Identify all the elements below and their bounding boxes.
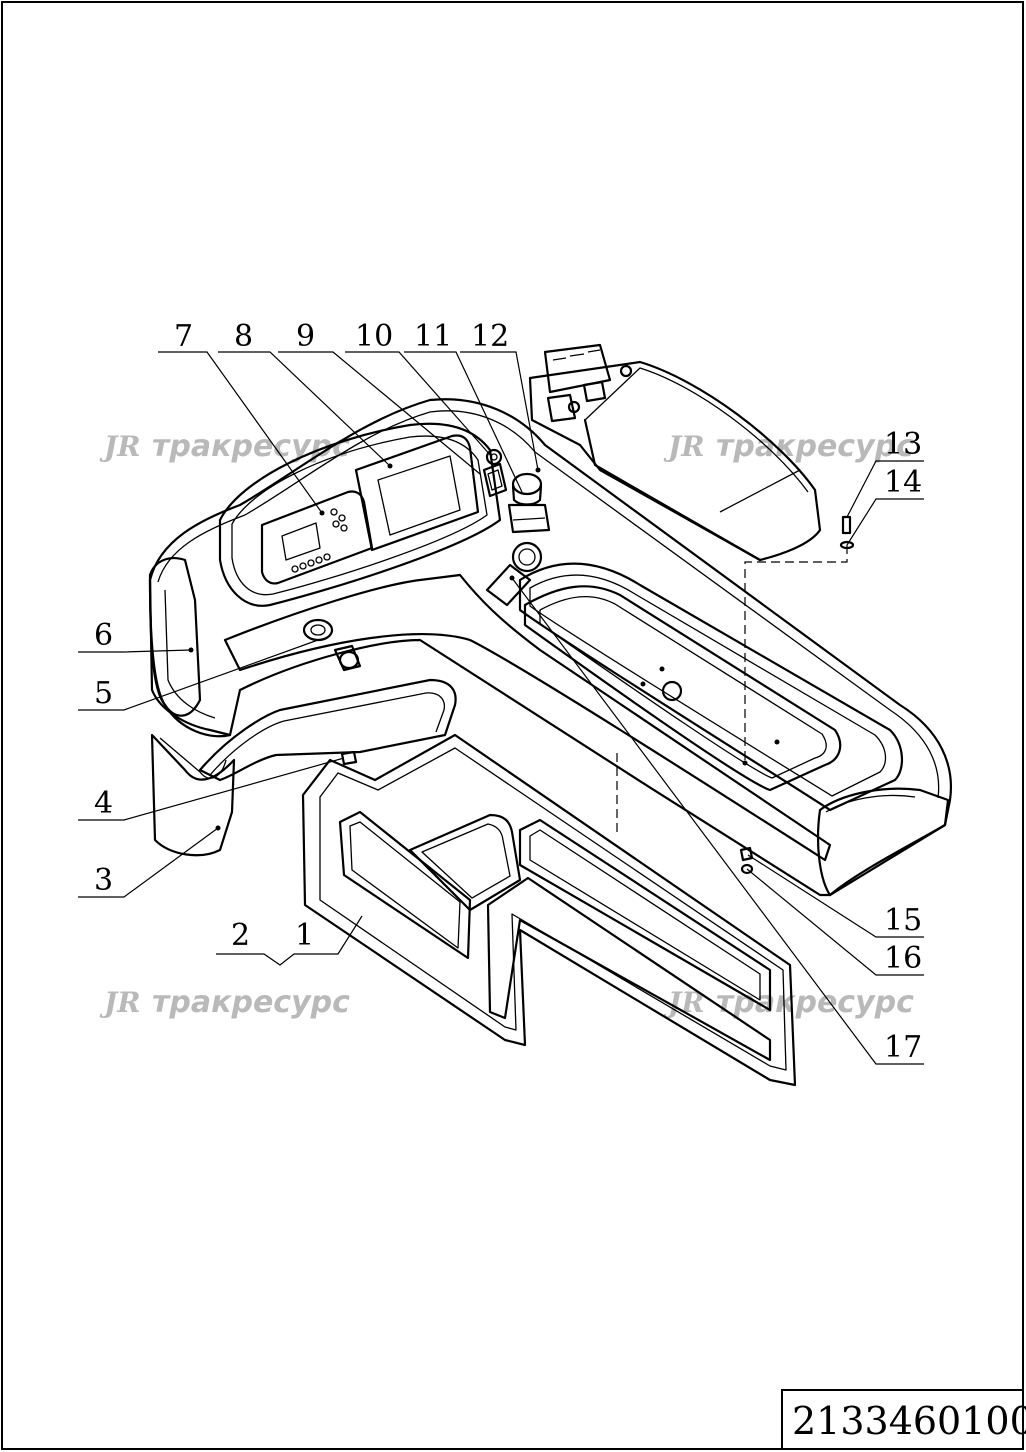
connector-plug bbox=[485, 448, 503, 466]
callout-12: 12 bbox=[471, 319, 509, 354]
callout-7: 7 bbox=[174, 319, 193, 354]
callout-14: 14 bbox=[884, 465, 922, 500]
display-monitor bbox=[354, 434, 480, 552]
callout-1: 1 bbox=[295, 918, 314, 953]
callout-6: 6 bbox=[94, 618, 113, 653]
callout-9: 9 bbox=[296, 319, 315, 354]
floor-mat bbox=[301, 733, 797, 1087]
fitting bbox=[340, 750, 358, 766]
center-line bbox=[744, 545, 848, 760]
drawing-code-box: 213346010001 bbox=[781, 1389, 1026, 1450]
watermark-logo: JR bbox=[663, 430, 705, 463]
watermark-text: тракресурс bbox=[152, 985, 350, 1020]
armrest-box bbox=[528, 343, 822, 562]
leader-lines bbox=[78, 351, 924, 1065]
callout-15: 15 bbox=[884, 903, 922, 938]
callout-10: 10 bbox=[355, 319, 393, 354]
joystick bbox=[507, 467, 551, 573]
nut bbox=[739, 846, 754, 875]
drawing-code: 213346010001 bbox=[792, 1399, 1026, 1443]
callout-3: 3 bbox=[94, 863, 113, 898]
callout-numbers: 1 2 3 4 5 6 7 8 9 10 11 12 13 14 15 16 1… bbox=[94, 319, 922, 1065]
callout-8: 8 bbox=[234, 319, 253, 354]
rocker-switch bbox=[482, 462, 508, 498]
watermark-top-left: JR тракресурс bbox=[99, 429, 350, 464]
callout-16: 16 bbox=[884, 941, 922, 976]
callout-13: 13 bbox=[884, 427, 922, 462]
watermark-logo: JR bbox=[99, 430, 141, 463]
watermark-bottom-left: JR тракресурс bbox=[99, 985, 350, 1020]
watermark-top-right: JR тракресурс bbox=[663, 429, 914, 464]
callout-4: 4 bbox=[94, 786, 113, 821]
callout-5: 5 bbox=[94, 676, 113, 711]
console-housing bbox=[148, 398, 952, 897]
lower-trim-panel bbox=[150, 733, 236, 857]
callout-17: 17 bbox=[884, 1030, 922, 1065]
bolt bbox=[839, 515, 855, 550]
watermark-bottom-right: JR тракресурс bbox=[663, 985, 914, 1020]
watermark-text: тракресурс bbox=[716, 429, 914, 464]
watermark-text: тракресурс bbox=[716, 985, 914, 1020]
armrest-bracket bbox=[198, 678, 457, 782]
watermark-logo: JR bbox=[99, 986, 141, 1019]
callout-2: 2 bbox=[231, 918, 250, 953]
callout-11: 11 bbox=[414, 319, 452, 354]
watermark-text: тракресурс bbox=[152, 429, 350, 464]
